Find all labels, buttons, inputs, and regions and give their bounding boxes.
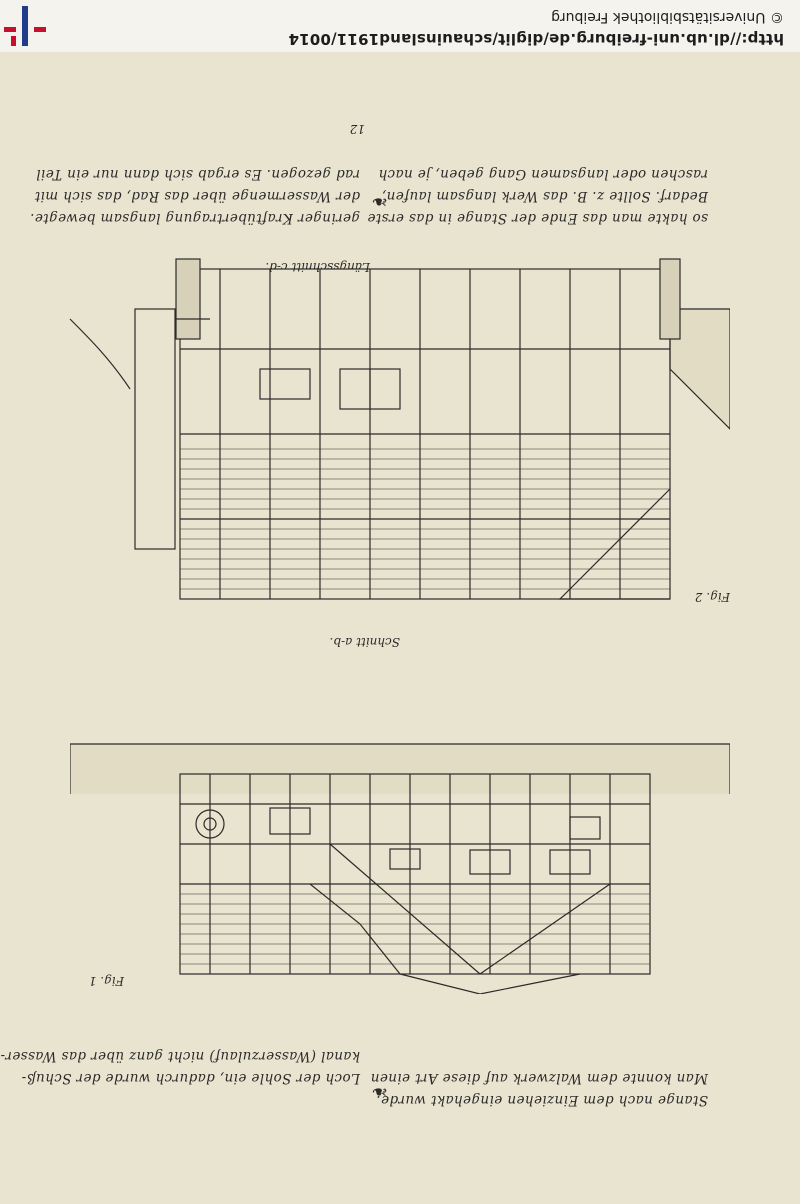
figure-title: Schnitt a-b. [329,635,400,649]
page-number: 12 [349,122,365,136]
figure-2-drawing [69,258,730,600]
text-line: kanal (Wasserzulauf) nicht ganz über das… [0,1048,360,1064]
text-line: Stange nach dem Einziehen eingehakt wurd… [375,1092,708,1108]
text-line: der Wassermenge über das Rad, das sich m… [34,188,360,204]
text-line: Bedarf. Sollte z. B. das Werk langsam la… [381,188,708,204]
ornament-icon: ❧ [371,190,388,214]
figure-1-drawing [70,743,730,994]
text-line: Man konnte dem Walzwerk auf diese Art ei… [370,1070,708,1086]
ub-freiburg-logo-icon [0,6,46,46]
figure-title: Längsschnitt c-d. [265,260,370,274]
document-url[interactable]: http://dl.ub.uni-freiburg.de/diglit/scha… [288,30,784,48]
ornament-icon: ❧ [371,1080,388,1104]
library-header: http://dl.ub.uni-freiburg.de/diglit/scha… [0,0,800,52]
text-line: Loch der Sohle ein, dadurch wurde der Sc… [21,1070,360,1086]
text-line: raschen oder langsamen Gang geben, je na… [378,166,708,182]
text-line: geringer Kraftübertragung langsam bewegt… [29,210,360,226]
text-line: rad gezogen. Es ergab sich dann nur ein … [35,166,360,182]
text-line: so hakte man das Ende der Stange in das … [367,210,708,226]
copyright-notice: © Universitätsbibliothek Freiburg [551,9,784,25]
